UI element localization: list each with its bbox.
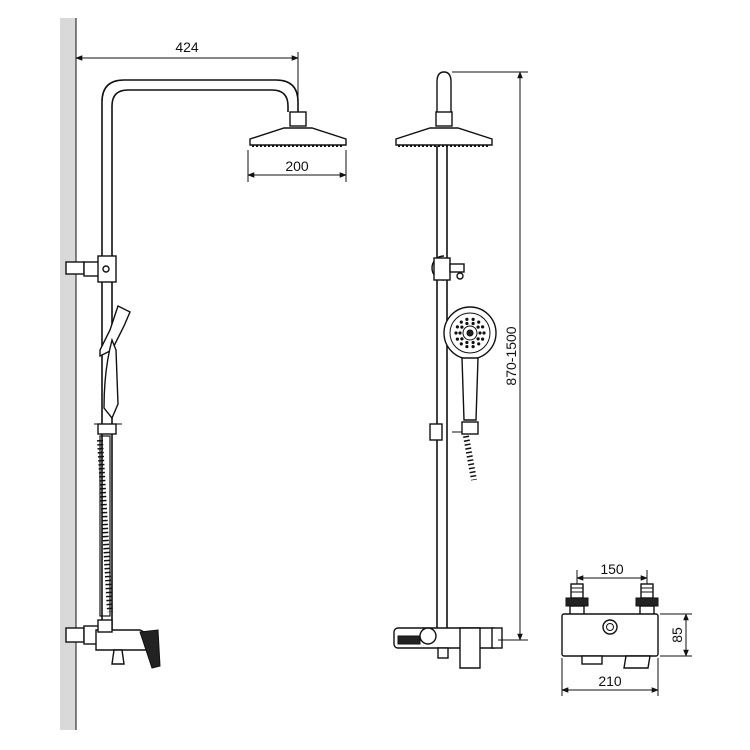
dimension-label-mixer-depth: 85 [669,627,685,643]
arm-top [436,71,452,112]
dimension-label-head-diameter: 200 [285,158,309,174]
mixer-detail: 150 85 210 [561,561,692,696]
nozzle-dot [471,345,475,349]
nozzle-dot [460,337,464,341]
nozzle-dot [465,317,469,321]
nozzle-dot [477,342,481,346]
dimension-head-diameter: 200 [247,150,347,182]
riser-front [436,146,448,630]
mixer-side [65,619,161,669]
hand-shower-front [429,306,497,481]
inlet-right [635,583,659,617]
dimension-label-arm-reach: 424 [175,39,199,55]
nozzle-dot [465,340,469,345]
nozzle-dot [455,337,459,341]
hand-shower-side [94,305,131,617]
nozzle-dot [455,325,459,329]
side-view: 424 200 [60,18,347,730]
dimension-label-mixer-width: 210 [598,673,622,689]
nozzle-ring [454,317,486,349]
nozzle-dot [476,325,480,329]
nozzle-dot [471,340,475,345]
nozzle-dot [460,325,464,329]
mixer-front [393,627,503,669]
nozzle-dot [481,325,485,329]
nozzle-dot [481,337,485,341]
riser-and-arm [101,79,299,630]
dimension-label-height: 870-1500 [503,326,519,385]
nozzle-dot [458,331,462,335]
shower-head-side [249,111,347,147]
shower-head-front [395,111,493,147]
nozzle-dot [478,331,482,335]
dimension-arm-reach: 424 [75,39,299,112]
mixer-body [561,613,659,657]
nozzle-dot [477,320,481,324]
inlet-left [565,583,589,617]
nozzle-dot [471,321,475,326]
dimension-label-inlet-spacing: 150 [600,561,624,577]
nozzle-dot [459,342,463,346]
wall-bracket-upper [65,255,117,283]
front-view: 870-1500 [393,71,528,669]
nozzle-dot [482,331,486,335]
nozzle-dot [476,337,480,341]
nozzle-dot [459,320,463,324]
wall-bracket-front [431,255,465,281]
nozzle-dot [471,317,475,321]
dimension-height: 870-1500 [452,71,528,641]
nozzle-dot [465,345,469,349]
nozzle-dot [454,331,458,335]
wall [60,18,76,730]
nozzle-dot [465,321,469,326]
